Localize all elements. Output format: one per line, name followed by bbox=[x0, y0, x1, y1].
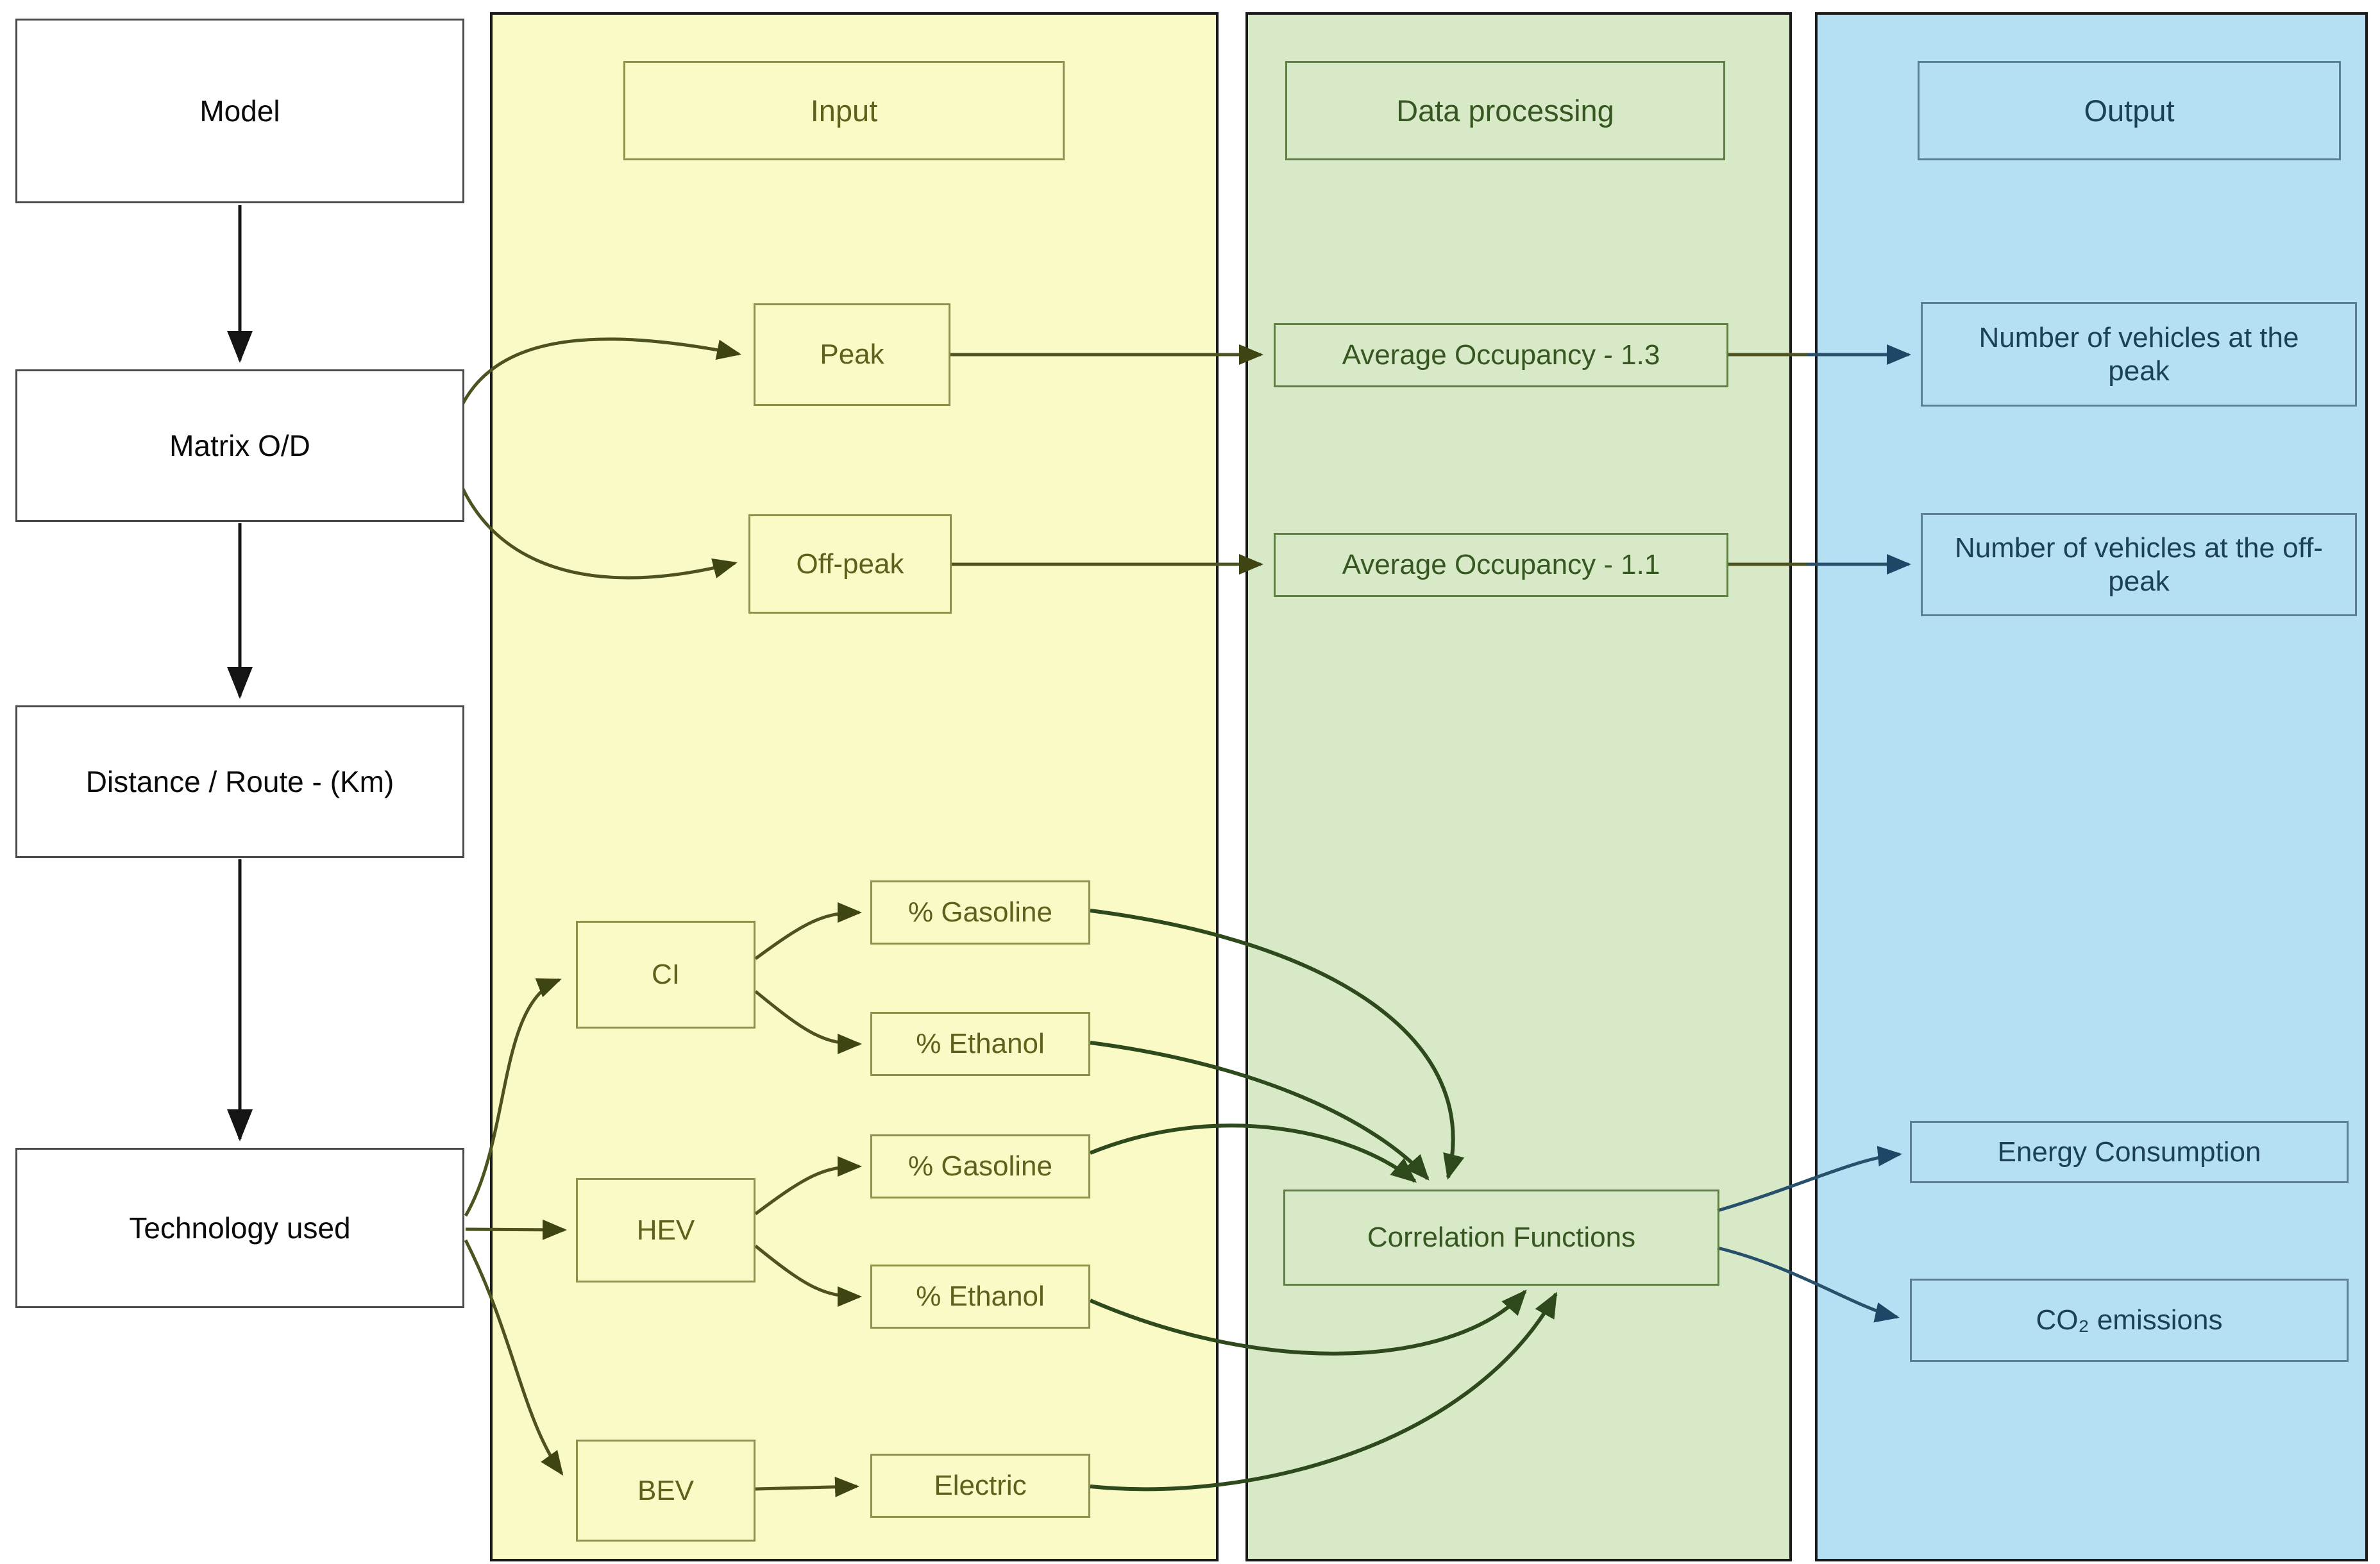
bev-label: BEV bbox=[637, 1474, 695, 1506]
vehicles-peak-box: Number of vehicles at the peak bbox=[1921, 302, 2357, 407]
distance-route-label: Distance / Route - (Km) bbox=[85, 764, 394, 798]
correlation-functions-label: Correlation Functions bbox=[1367, 1222, 1636, 1254]
technology-used-label: Technology used bbox=[129, 1211, 351, 1245]
hev-box: HEV bbox=[576, 1178, 755, 1282]
hev-ethanol-box: % Ethanol bbox=[870, 1265, 1090, 1329]
model-label: Model bbox=[199, 94, 280, 128]
ci-gasoline-label: % Gasoline bbox=[907, 896, 1052, 929]
input-panel bbox=[490, 12, 1219, 1561]
output-panel bbox=[1815, 12, 2368, 1561]
input-panel-title-box: Input bbox=[623, 61, 1065, 160]
matrix-od-box: Matrix O/D bbox=[15, 369, 464, 522]
hev-label: HEV bbox=[636, 1214, 695, 1246]
ci-label: CI bbox=[652, 959, 680, 991]
vehicles-peak-label: Number of vehicles at the peak bbox=[1979, 321, 2299, 387]
bev-box: BEV bbox=[576, 1440, 755, 1542]
avg-occupancy-peak-label: Average Occupancy - 1.3 bbox=[1342, 339, 1660, 371]
distance-route-box: Distance / Route - (Km) bbox=[15, 705, 464, 858]
ci-box: CI bbox=[576, 921, 755, 1029]
peak-box: Peak bbox=[754, 303, 950, 406]
electric-box: Electric bbox=[870, 1454, 1090, 1518]
energy-consumption-box: Energy Consumption bbox=[1910, 1121, 2349, 1183]
vehicles-offpeak-label: Number of vehicles at the off-peak bbox=[1955, 532, 2323, 597]
electric-label: Electric bbox=[934, 1470, 1027, 1502]
hev-gasoline-label: % Gasoline bbox=[907, 1150, 1052, 1182]
energy-consumption-label: Energy Consumption bbox=[1997, 1136, 2261, 1168]
output-panel-title-box: Output bbox=[1918, 61, 2341, 160]
data-processing-title-box: Data processing bbox=[1285, 61, 1725, 160]
avg-occupancy-offpeak-label: Average Occupancy - 1.1 bbox=[1342, 549, 1660, 581]
vehicles-offpeak-box: Number of vehicles at the off-peak bbox=[1921, 513, 2357, 616]
ci-gasoline-box: % Gasoline bbox=[870, 880, 1090, 945]
technology-used-box: Technology used bbox=[15, 1148, 464, 1308]
data-processing-title: Data processing bbox=[1396, 93, 1614, 128]
correlation-functions-box: Correlation Functions bbox=[1283, 1190, 1719, 1286]
hev-ethanol-label: % Ethanol bbox=[916, 1281, 1045, 1313]
ci-ethanol-label: % Ethanol bbox=[916, 1028, 1045, 1060]
off-peak-label: Off-peak bbox=[796, 548, 904, 580]
co2-emissions-box: CO₂ emissions bbox=[1910, 1279, 2349, 1362]
model-box: Model bbox=[15, 19, 464, 203]
input-panel-title: Input bbox=[810, 93, 878, 128]
peak-label: Peak bbox=[820, 339, 884, 371]
matrix-od-label: Matrix O/D bbox=[169, 428, 310, 462]
hev-gasoline-box: % Gasoline bbox=[870, 1134, 1090, 1198]
ci-ethanol-box: % Ethanol bbox=[870, 1012, 1090, 1076]
co2-emissions-label: CO₂ emissions bbox=[2036, 1304, 2223, 1336]
data-processing-panel bbox=[1245, 12, 1792, 1561]
avg-occupancy-offpeak-box: Average Occupancy - 1.1 bbox=[1274, 533, 1728, 597]
output-panel-title: Output bbox=[2084, 93, 2175, 128]
off-peak-box: Off-peak bbox=[748, 514, 952, 614]
avg-occupancy-peak-box: Average Occupancy - 1.3 bbox=[1274, 323, 1728, 387]
